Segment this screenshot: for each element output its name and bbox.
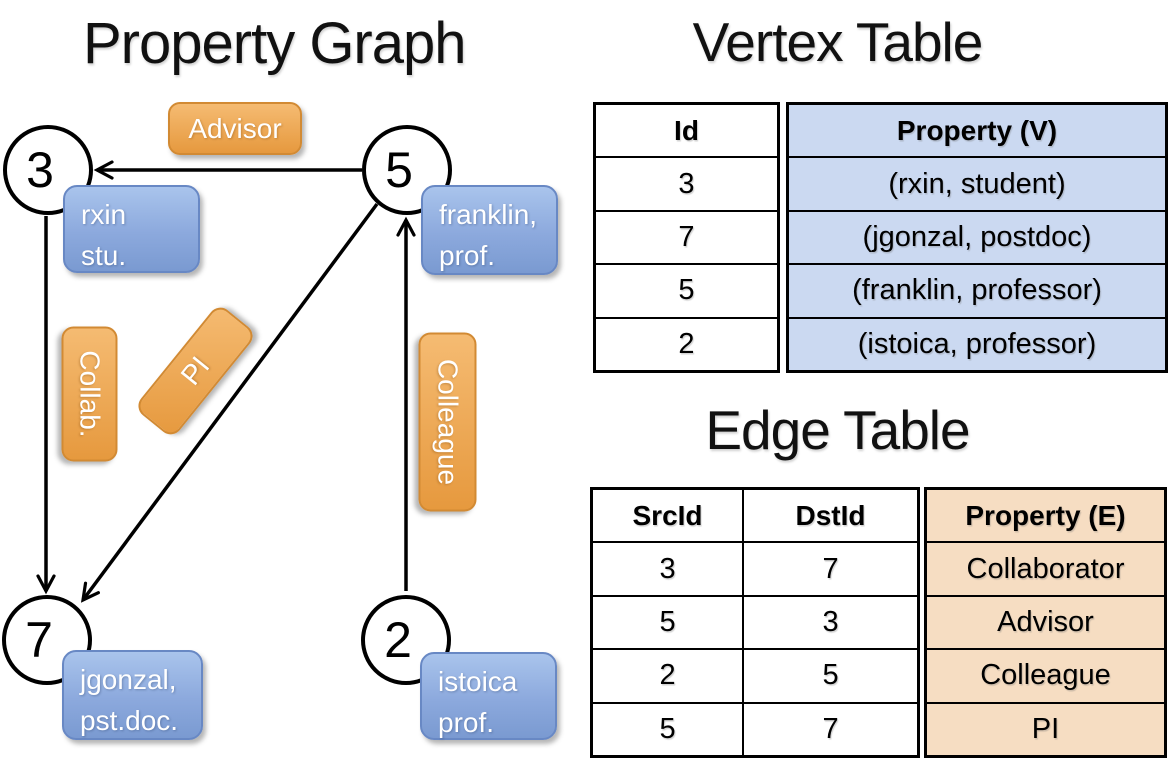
vertex-5-property-line1: franklin, xyxy=(439,199,538,230)
vertex-table-id-cell: 7 xyxy=(678,221,695,254)
vertex-table-property-column: Property (V) (rxin, student) (jgonzal, p… xyxy=(786,102,1168,373)
edge-table-property-column: Property (E) Collaborator Advisor Collea… xyxy=(924,487,1167,758)
graph-edges-svg xyxy=(36,160,416,603)
vertex-2-property-line2: prof. xyxy=(438,707,495,738)
vertex-table-title: Vertex Table xyxy=(692,11,984,73)
vertex-table-property-header: Property (V) xyxy=(789,105,1165,157)
edge-label-collab: Collab. xyxy=(61,326,118,462)
vertex-7-property-line1: jgonzal, xyxy=(80,664,177,695)
vertex-table-property-cell: (jgonzal, postdoc) xyxy=(789,211,1165,264)
property-graph-title: Property Graph xyxy=(83,11,467,76)
edge-table-srcid-cell: 5 xyxy=(593,596,745,649)
edge-table-property-cell: Collaborator xyxy=(927,543,1164,595)
edge-table-property-header: Property (E) xyxy=(927,490,1164,542)
vertex-5-property-line2: prof. xyxy=(439,240,496,271)
edge-table-dstid-cell: 3 xyxy=(822,606,839,639)
edge-table-id-columns: SrcId DstId 3 7 5 3 2 5 5 7 xyxy=(590,487,920,758)
vertex-5-property-box: franklin, prof. xyxy=(421,185,558,275)
edge-label-collab-text: Collab. xyxy=(74,350,106,438)
edge-label-advisor-text: Advisor xyxy=(188,112,282,144)
edge-label-pi-text: PI xyxy=(174,350,216,391)
vertex-7-property-line2: pst.doc. xyxy=(80,705,179,736)
edge-table-dstid-cell: 5 xyxy=(822,659,839,692)
vertex-node-7-id: 7 xyxy=(25,612,53,668)
vertex-7-property-box: jgonzal, pst.doc. xyxy=(62,650,203,740)
vertex-table-id-column: Id 3 7 5 2 xyxy=(593,102,780,373)
edge-table-dstid-header: DstId xyxy=(795,499,866,531)
edge-table-property-cell: PI xyxy=(927,703,1164,756)
edge-table-dstid-cell: 7 xyxy=(822,552,839,585)
edge-label-colleague: Colleague xyxy=(418,332,477,512)
edge-pi-5-to-7 xyxy=(80,202,379,603)
vertex-3-property-box: rxin stu. xyxy=(63,185,200,273)
vertex-node-5: 5 xyxy=(362,125,452,215)
vertex-table-id-cell: 5 xyxy=(678,274,695,307)
edge-label-colleague-text: Colleague xyxy=(432,358,464,486)
edge-table-srcid-header: SrcId xyxy=(593,490,745,542)
vertex-table-property-cell: (rxin, student) xyxy=(789,158,1165,210)
edge-table-srcid-cell: 3 xyxy=(593,543,745,595)
edge-table-dstid-cell: 7 xyxy=(822,712,839,745)
vertex-table-id-cell: 3 xyxy=(678,167,695,200)
vertex-table-property-cell: (istoica, professor) xyxy=(789,318,1165,371)
edge-table-property-cell: Advisor xyxy=(927,596,1164,649)
vertex-3-property-line1: rxin xyxy=(81,199,127,230)
vertex-node-2: 2 xyxy=(361,595,451,685)
vertex-table-id-cell: 2 xyxy=(678,327,695,360)
vertex-node-5-id: 5 xyxy=(385,142,413,198)
edge-table-srcid-cell: 5 xyxy=(593,703,745,756)
vertex-node-2-id: 2 xyxy=(384,612,412,668)
vertex-3-property-line2: stu. xyxy=(81,240,127,271)
edge-table-property-cell: Colleague xyxy=(927,650,1164,702)
edge-table-title: Edge Table xyxy=(705,399,970,461)
vertex-node-3-id: 3 xyxy=(26,142,54,198)
edge-table-srcid-cell: 2 xyxy=(593,650,745,702)
vertex-2-property-line1: istoica xyxy=(438,666,518,697)
vertex-table-id-header: Id xyxy=(674,114,699,146)
edge-label-advisor: Advisor xyxy=(168,102,302,155)
vertex-2-property-box: istoica prof. xyxy=(420,652,557,740)
vertex-table-property-cell: (franklin, professor) xyxy=(789,265,1165,317)
